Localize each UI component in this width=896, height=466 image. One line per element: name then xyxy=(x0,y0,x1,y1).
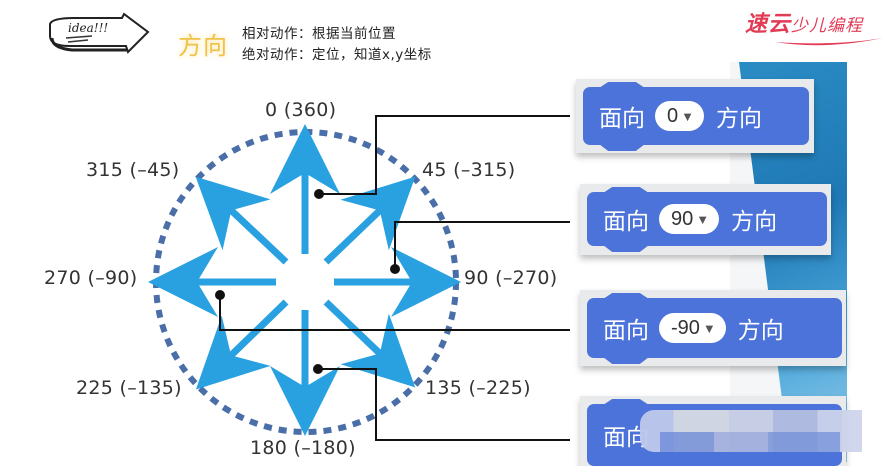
label-0: 0 (360) xyxy=(265,99,337,121)
label-135: 135 (–225) xyxy=(425,377,531,399)
point-in-direction-block-90[interactable]: 面向 90▼ 方向 xyxy=(587,187,827,252)
page-title: 方向 xyxy=(178,32,228,60)
arrow-225 xyxy=(195,299,289,390)
direction-dropdown[interactable]: 90▼ xyxy=(659,204,720,234)
direction-dropdown[interactable]: 0▼ xyxy=(655,101,704,131)
relative-action-note: 相对动作：根据当前位置 xyxy=(242,26,396,42)
connector-lines xyxy=(219,115,570,441)
idea-badge: idea!!! xyxy=(44,12,154,62)
label-180: 180 (–180) xyxy=(250,437,356,459)
arrow-45 xyxy=(323,176,416,265)
point-in-direction-block-0[interactable]: 面向 0▼ 方向 xyxy=(583,82,809,151)
dropdown-arrow-icon: ▼ xyxy=(696,211,710,227)
block-suffix: 方向 xyxy=(716,106,762,132)
block-suffix: 方向 xyxy=(731,209,778,235)
brand-main: 速云 xyxy=(745,11,792,37)
speech-arrow-icon xyxy=(49,12,150,54)
connector-0 xyxy=(319,115,570,195)
point-in-direction-block-minus90[interactable]: 面向 -90▼ 方向 xyxy=(587,293,842,364)
idea-badge-text: idea!!! xyxy=(68,21,109,35)
block-prefix: 面向 xyxy=(599,106,645,132)
label-315: 315 (–45) xyxy=(86,159,180,181)
direction-value: 90 xyxy=(671,207,694,230)
connector-90 xyxy=(394,221,570,269)
dropdown-arrow-icon: ▼ xyxy=(681,108,694,124)
direction-dropdown[interactable]: -90▼ xyxy=(659,313,726,343)
label-270: 270 (–90) xyxy=(44,267,138,289)
direction-value: -90 xyxy=(671,316,700,339)
brand-sub: 少儿编程 xyxy=(791,16,864,36)
arrow-315 xyxy=(195,176,289,265)
connector-180 xyxy=(318,368,570,441)
brand-logo: 速云少儿编程 xyxy=(745,6,883,46)
dropdown-arrow-icon: ▼ xyxy=(702,320,716,336)
block-suffix: 方向 xyxy=(737,318,784,344)
direction-arrows xyxy=(148,124,461,436)
connector-dots xyxy=(215,189,400,374)
absolute-action-note: 绝对动作：定位，知道x,y坐标 xyxy=(242,47,432,63)
label-45: 45 (–315) xyxy=(422,159,516,181)
arrow-135 xyxy=(323,299,416,388)
connector-minus90 xyxy=(219,295,570,331)
direction-value: 0 xyxy=(667,104,679,127)
brand-swoosh-icon xyxy=(775,38,883,46)
pixelated-redaction-lower xyxy=(660,432,840,452)
label-90: 90 (–270) xyxy=(464,267,558,289)
label-225: 225 (–135) xyxy=(76,377,182,399)
block-prefix: 面向 xyxy=(603,318,649,344)
block-prefix: 面向 xyxy=(603,209,649,235)
